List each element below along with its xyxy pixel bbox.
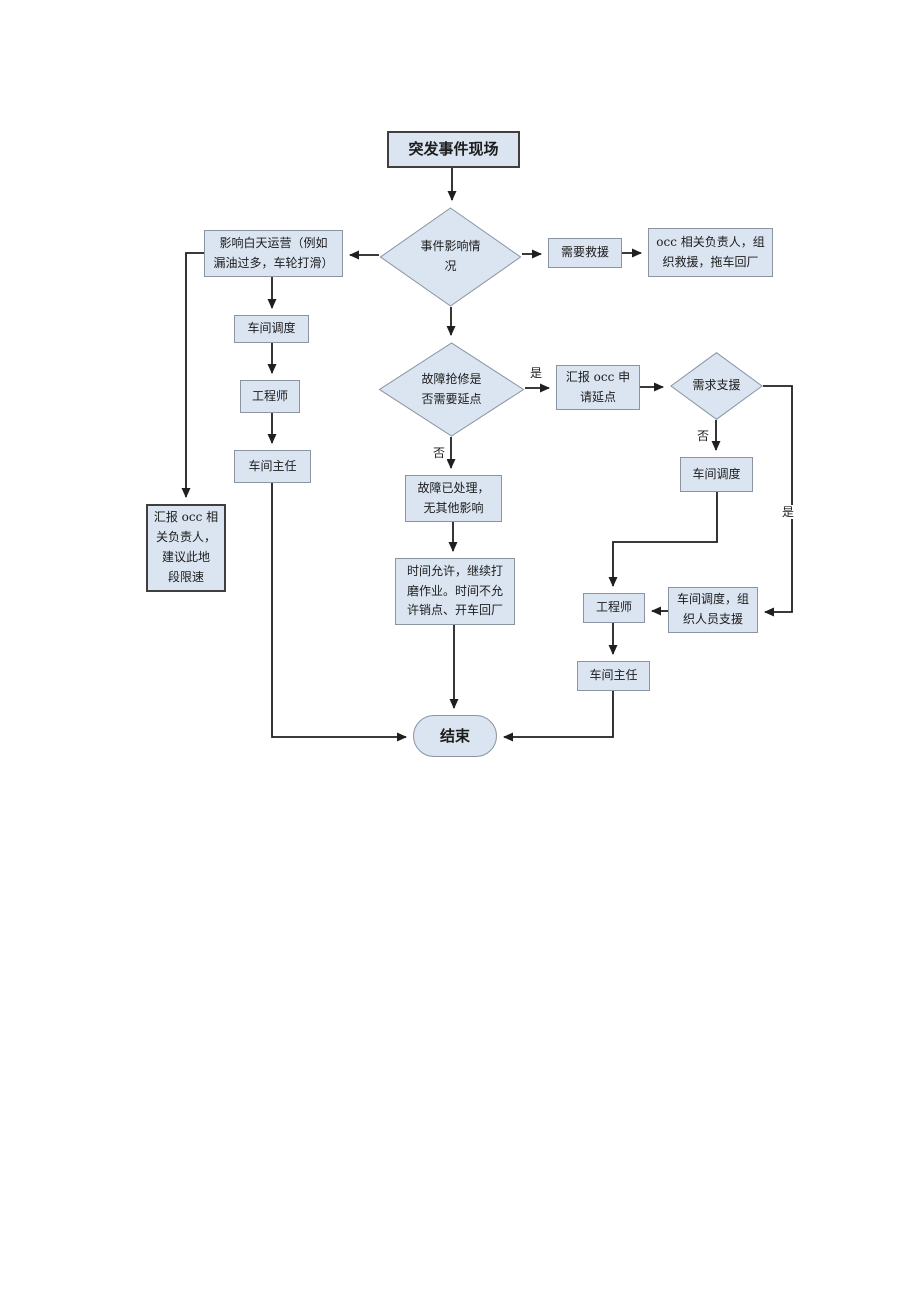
node-director-left: 车间主任: [234, 450, 311, 483]
edge-director-right-to-end: [503, 691, 614, 742]
node-need-rescue-label: 需要救援: [560, 245, 609, 260]
node-dispatch-support: 车间调度，组 织人员支援: [668, 587, 758, 633]
node-dispatch-left: 车间调度: [234, 315, 309, 343]
node-decision-support-label: 需求支援: [692, 378, 741, 393]
branch-label-no-support: 否: [695, 429, 712, 443]
node-dispatch-left-label: 车间调度: [247, 321, 296, 336]
node-engineer-right-label: 工程师: [595, 600, 632, 615]
node-decision-delay: 故障抢修是 否需要延点: [378, 342, 525, 437]
node-affect-daytime: 影响白天运营（例如 漏油过多，车轮打滑）: [204, 230, 343, 277]
node-dispatch-right: 车间调度: [680, 457, 753, 492]
node-time-allow-label: 时间允许，继续打 磨作业。时间不允 许销点、开车回厂: [406, 563, 503, 618]
branch-label-yes-delay: 是: [528, 366, 545, 380]
node-director-right-label: 车间主任: [589, 668, 638, 683]
edge-director-left-to-end: [271, 483, 407, 742]
node-start-label: 突发事件现场: [408, 140, 499, 159]
branch-label-no-delay: 否: [431, 446, 448, 460]
node-fault-handled-label: 故障已处理， 无其他影响: [417, 480, 490, 515]
node-fault-handled: 故障已处理， 无其他影响: [405, 475, 502, 522]
edge-affect-to-occ-limit: [181, 252, 204, 498]
node-decision-impact: 事件影响情 况: [379, 207, 522, 307]
node-engineer-right: 工程师: [583, 593, 645, 623]
node-need-rescue: 需要救援: [548, 238, 622, 268]
branch-label-yes-support: 是: [780, 505, 797, 519]
node-decision-support: 需求支援: [670, 352, 763, 420]
node-director-left-label: 车间主任: [248, 458, 297, 473]
node-director-right: 车间主任: [577, 661, 650, 691]
node-start: 突发事件现场: [387, 131, 520, 168]
node-end-label: 结束: [439, 726, 470, 745]
node-time-allow: 时间允许，继续打 磨作业。时间不允 许销点、开车回厂: [395, 558, 515, 625]
node-occ-rescue-label: occ 相关负责人，组 织救援，拖车回厂: [656, 234, 765, 269]
node-affect-daytime-label: 影响白天运营（例如 漏油过多，车轮打滑）: [213, 235, 334, 270]
node-decision-delay-label: 故障抢修是 否需要延点: [421, 371, 482, 406]
node-occ-limit: 汇报 occ 相 关负责人， 建议此地 段限速: [146, 504, 226, 592]
node-occ-rescue: occ 相关负责人，组 织救援，拖车回厂: [648, 228, 773, 277]
edge-support-yes-to-dispatch-support: [763, 385, 793, 617]
node-occ-delay: 汇报 occ 申 请延点: [556, 365, 640, 410]
node-occ-limit-label: 汇报 occ 相 关负责人， 建议此地 段限速: [153, 510, 219, 584]
node-engineer-left-label: 工程师: [251, 388, 288, 403]
node-end: 结束: [413, 715, 497, 757]
node-occ-delay-label: 汇报 occ 申 请延点: [565, 369, 631, 404]
node-engineer-left: 工程师: [240, 380, 300, 413]
node-dispatch-right-label: 车间调度: [692, 466, 741, 481]
node-decision-impact-label: 事件影响情 况: [420, 239, 481, 273]
node-dispatch-support-label: 车间调度，组 织人员支援: [676, 592, 749, 626]
edge-dispatch-right-to-engineer-right: [608, 492, 718, 587]
